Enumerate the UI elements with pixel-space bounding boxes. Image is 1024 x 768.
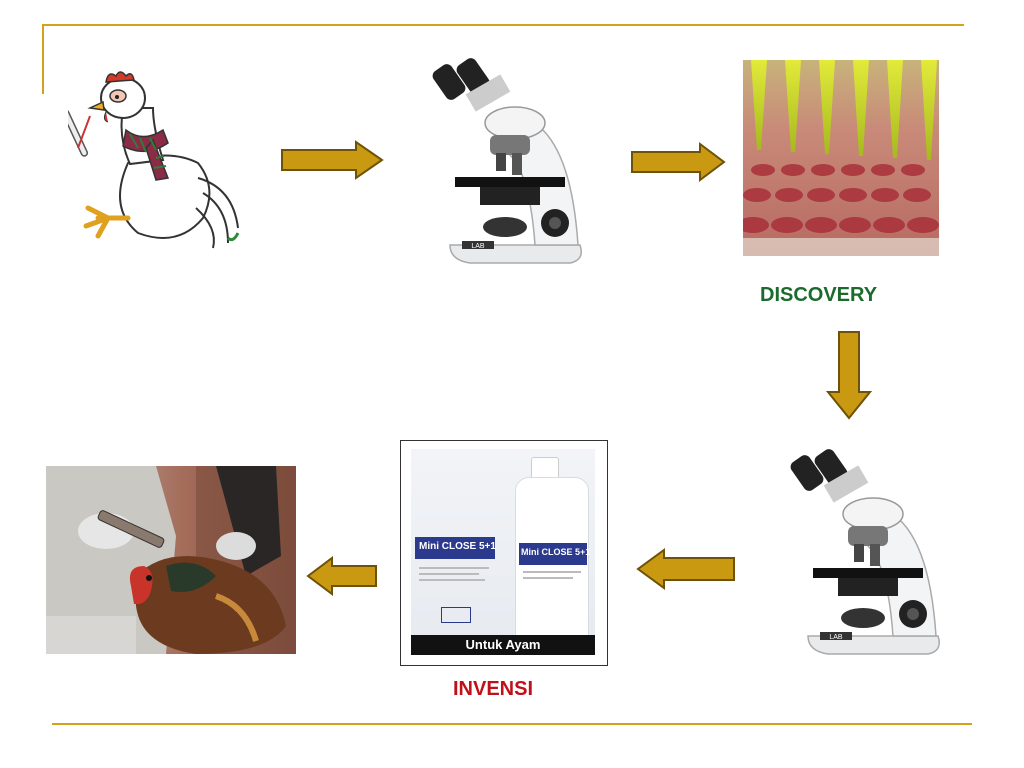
flow-arrow-right-1 (280, 140, 384, 180)
vaccine-banner: Untuk Ayam (411, 635, 595, 655)
invensi-label: INVENSI (453, 678, 534, 700)
flow-arrow-down (826, 330, 872, 420)
left-rule (42, 24, 44, 94)
microscope-brand-2: LAB (829, 634, 843, 641)
vaccine-package-image: Mini CLOSE 5+1 Mini CLOSE 5+1 Untuk Ayam (400, 440, 608, 666)
vaccine-title-left: Mini CLOSE 5+1 (419, 541, 496, 552)
chicken-vaccination-photo (46, 466, 296, 654)
microscope-icon-2: LAB (778, 446, 948, 661)
top-rule (42, 24, 964, 26)
flow-arrow-left-2 (306, 556, 378, 596)
pipette-microplate-photo (743, 60, 939, 256)
bottom-rule (52, 723, 972, 725)
flow-arrow-right-2 (630, 142, 726, 182)
microscope-brand: LAB (471, 243, 485, 250)
vaccine-title-right: Mini CLOSE 5+1 (521, 547, 591, 557)
discovery-label: DISCOVERY (760, 284, 878, 306)
flow-arrow-left-1 (636, 548, 736, 590)
microscope-icon: LAB (420, 55, 590, 270)
sick-chicken-illustration (68, 68, 243, 253)
